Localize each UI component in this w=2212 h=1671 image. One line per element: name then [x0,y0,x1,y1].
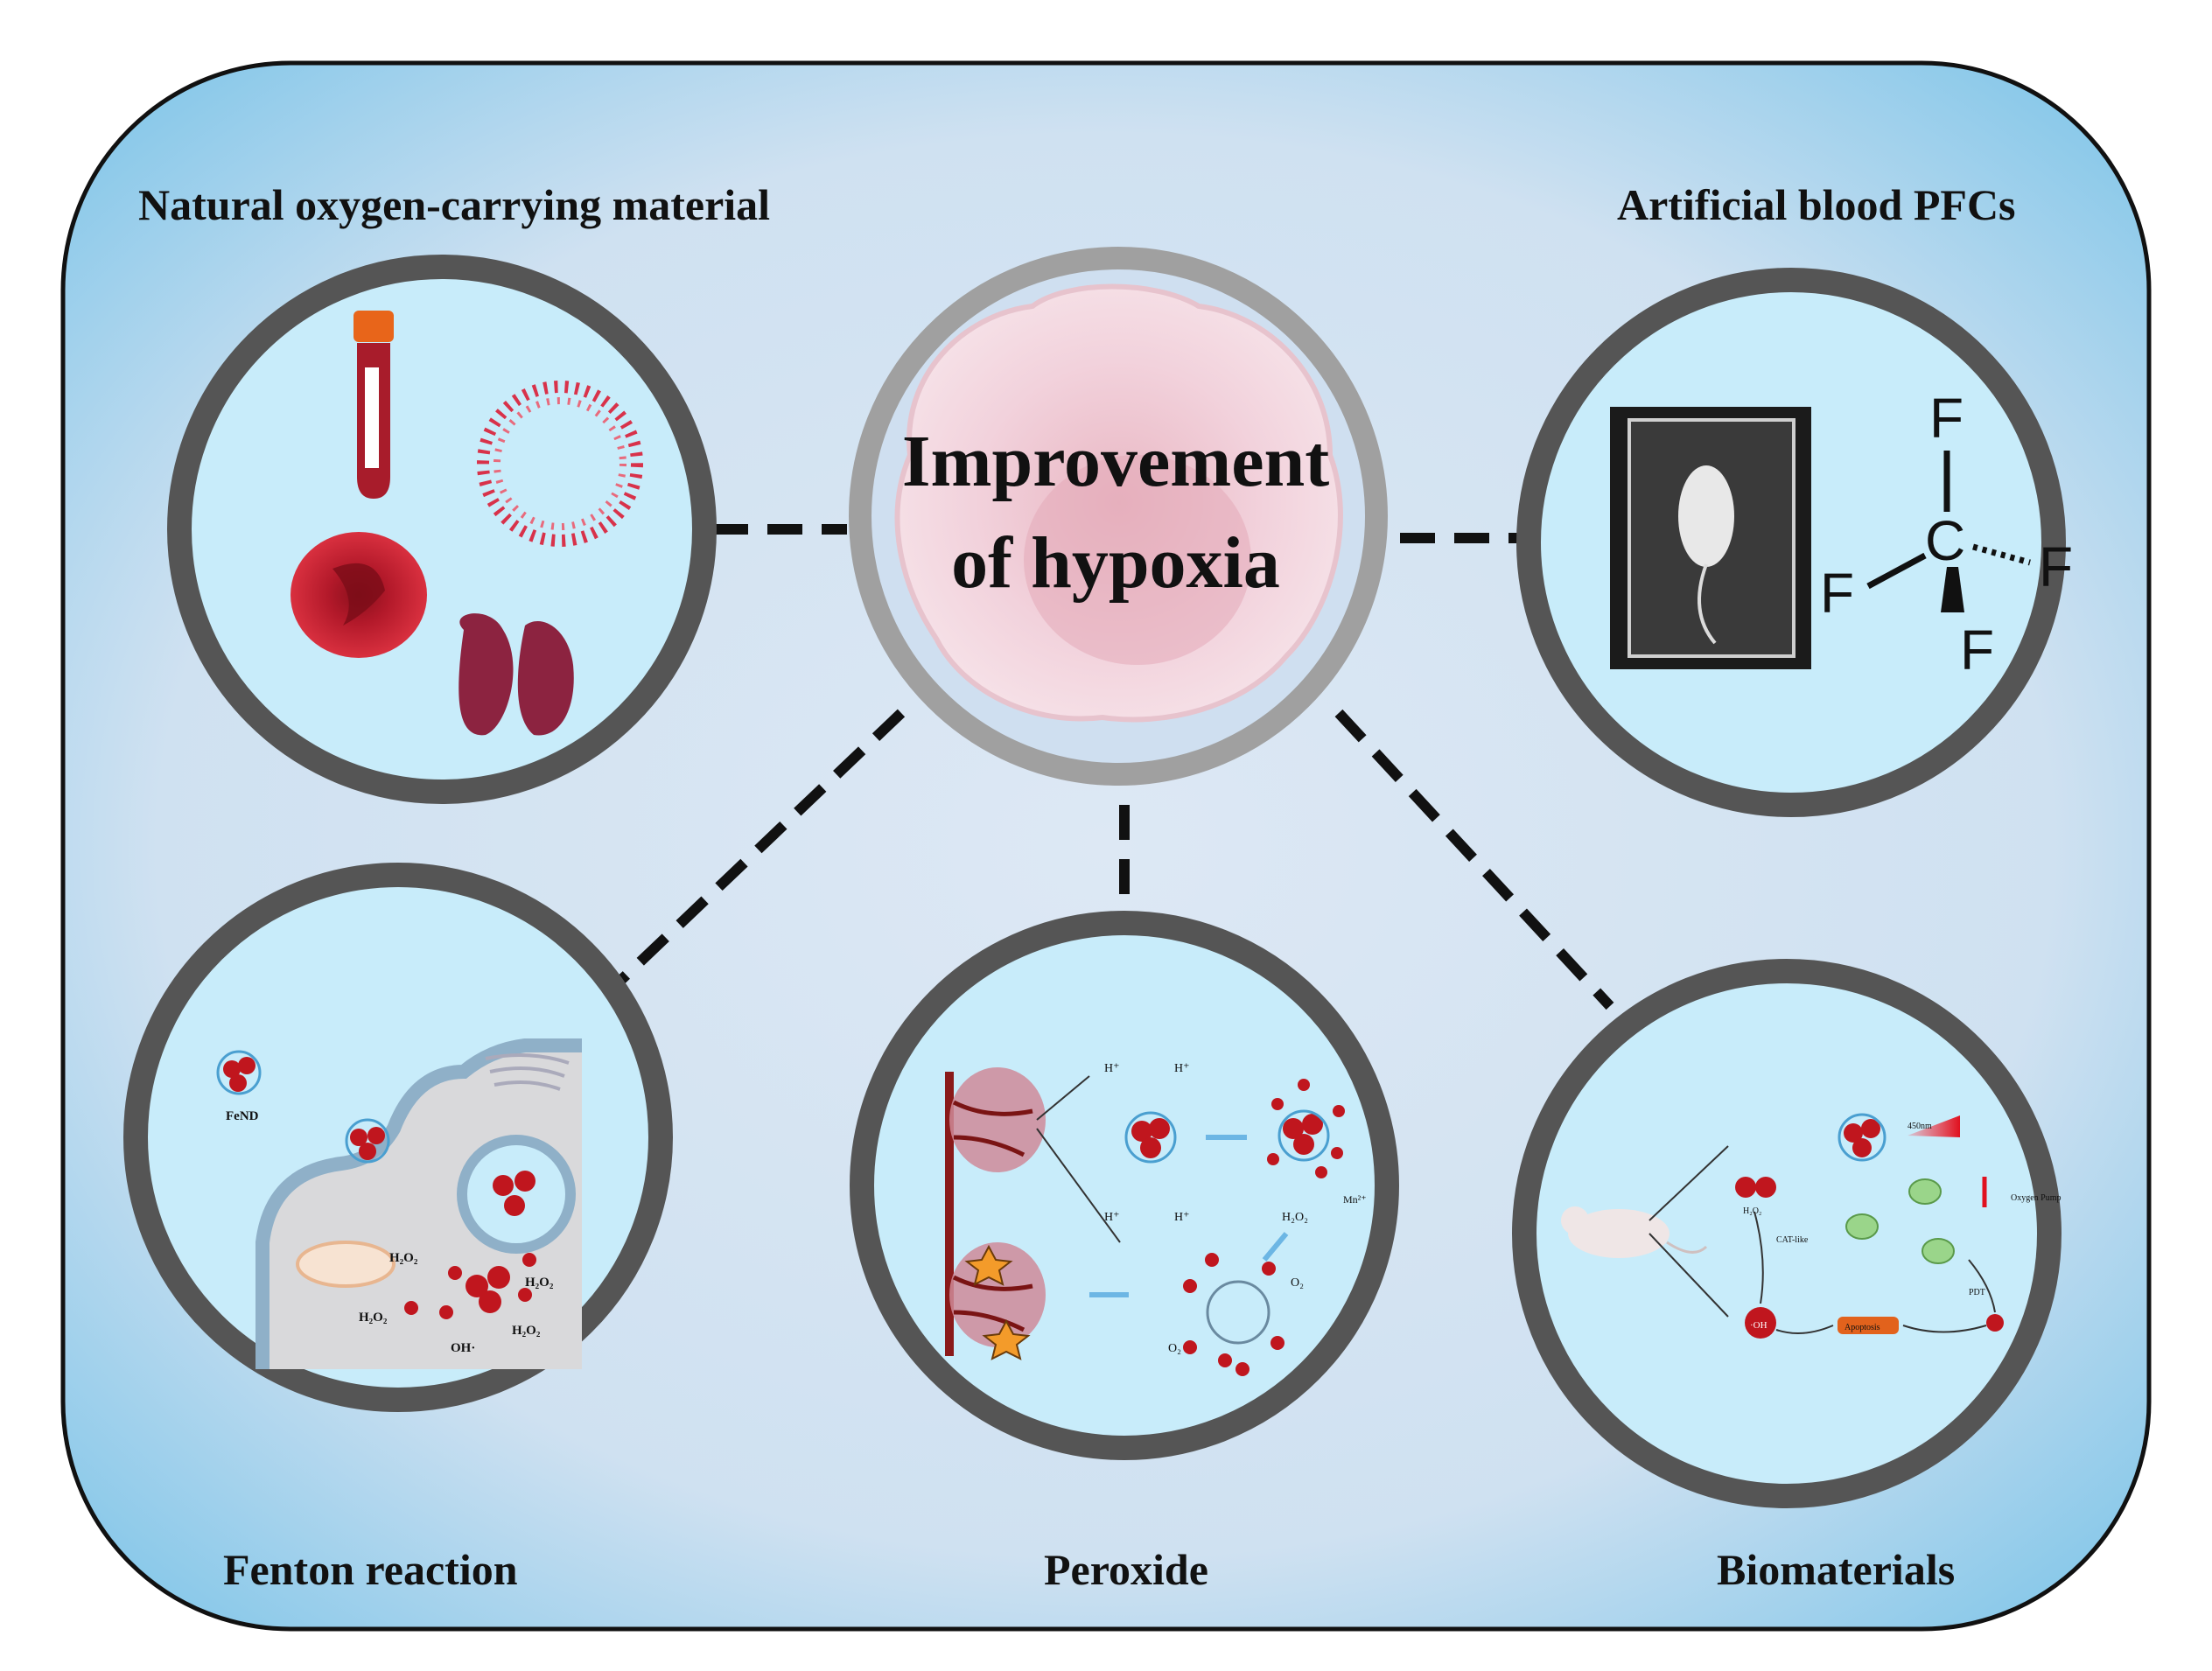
center-line-1: Improvement [901,421,1330,502]
endosome [457,1135,576,1254]
pfc-title: Artificial blood PFCs [1617,180,2016,229]
apoptosis-label: Apoptosis [1844,1323,1880,1332]
oh-radical-label: OH· [451,1341,475,1355]
wedge-bond [1941,567,1964,612]
oxygen-pump-label: Oxygen Pump [2011,1193,2062,1203]
natural-title: Natural oxygen-carrying material [138,180,771,229]
biomaterials-title: Biomaterials [1717,1545,1956,1594]
center-line-2: of hypoxia [951,522,1280,604]
peroxide-particles [1131,1079,1345,1376]
pfc-circle [1516,268,2066,817]
fend-particles [223,1057,536,1319]
tumor-tissue [949,1067,1046,1347]
tube-label [365,367,379,468]
o2-label-1: O₂ [1291,1276,1304,1290]
biomaterials-circle: 450nm Oxygen Pump CAT-like PDT ·OH Apopt… [1512,959,2062,1508]
center-label: Improvement of hypoxia [840,411,1391,614]
f-bottom: F [1960,619,1994,682]
laser-beam [1908,1115,1960,1137]
liposome-ring [477,381,643,547]
hemoglobin-left [458,613,514,736]
mouse-icon [1568,1209,1670,1258]
fenton-h2o2-label-2: H₂O₂ [359,1311,388,1325]
hplus-2: H⁺ [1174,1062,1190,1075]
fenton-h2o2-label: H₂O₂ [389,1251,418,1265]
mitochondrion [296,1241,396,1288]
connector-lines [617,524,1614,1010]
connector-biomaterials [1334,709,1614,1010]
hplus-3: H⁺ [1104,1211,1120,1224]
tube-cap [354,311,394,342]
f-left: F [1820,562,1854,625]
nm-label: 450nm [1908,1122,1932,1131]
algae-cells [1845,1178,1955,1264]
cf4-letters: F C F F F [1820,387,2073,682]
f-top: F [1929,387,1964,450]
oh-label: ·OH [1750,1320,1768,1331]
natural-circle [167,255,717,804]
blood-vessel [945,1072,954,1356]
apoptosis-box [1838,1317,1899,1334]
peroxide-title: Peroxide [1044,1545,1208,1594]
fenton-h2o2-label-4: H₂O₂ [512,1324,541,1338]
tumor-nucleus [1024,455,1251,665]
golgi [485,1053,570,1091]
pdt-label: PDT [1969,1288,1985,1297]
mouse [1678,465,1734,567]
flow-arrows [1089,1135,1289,1297]
cat-like-label: CAT-like [1776,1235,1809,1245]
peroxide-h2o2-label: H₂O₂ [1282,1211,1308,1224]
connector-fenton [617,709,906,984]
hplus-1: H⁺ [1104,1062,1120,1075]
fend-label: FeND [226,1109,259,1123]
peroxide-circle: H⁺ H⁺ H⁺ H⁺ H₂O₂ Mn²⁺ O₂ O₂ [850,911,1399,1460]
cf4-molecule [1866,451,2031,590]
mn-label: Mn²⁺ [1343,1193,1367,1206]
o2-label-2: O₂ [1168,1342,1181,1355]
oxygen-stars [964,1244,1031,1360]
bio-h2o2-label: H₂O₂ [1743,1206,1761,1216]
cell-interior [262,1045,582,1369]
c-center: C [1925,509,1965,572]
fenton-title: Fenton reaction [223,1545,518,1594]
oh-radical-dot [1745,1307,1776,1339]
empty-nanoparticle [1206,1280,1270,1345]
center-circle [849,247,1388,786]
hemoglobin-right [517,621,574,736]
cell-membrane [256,1038,582,1369]
hplus-4: H⁺ [1174,1211,1190,1224]
fenton-circle: FeND H₂O₂ H₂O₂ H₂O₂ H₂O₂ OH· [123,863,673,1412]
f-right: F [2039,535,2073,598]
fenton-h2o2-label-3: H₂O₂ [525,1276,554,1290]
